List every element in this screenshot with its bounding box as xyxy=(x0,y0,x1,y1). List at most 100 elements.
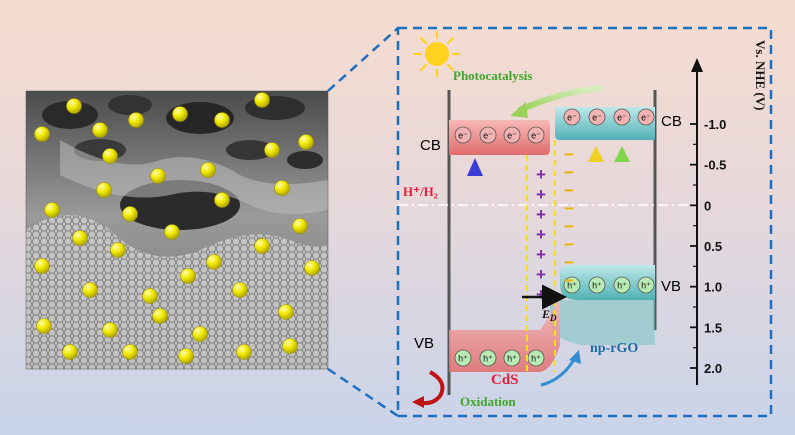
potential-axis-arrowhead xyxy=(691,58,703,72)
negative-charge: − xyxy=(564,217,574,236)
cds-nanoparticle xyxy=(304,260,320,276)
negative-charge: − xyxy=(564,145,574,164)
vb-label-right: VB xyxy=(661,278,681,295)
negative-charge: − xyxy=(564,271,574,290)
svg-text:e⁻: e⁻ xyxy=(483,131,493,141)
cds-nanoparticle xyxy=(82,282,98,298)
positive-charge: + xyxy=(536,205,546,224)
cds-nanoparticles xyxy=(34,92,320,364)
axis-tick-label: 1.0 xyxy=(704,280,722,295)
svg-text:h⁺: h⁺ xyxy=(641,281,651,291)
band-diagram-frame xyxy=(396,26,773,418)
positive-charge: + xyxy=(536,245,546,264)
svg-text:h⁺: h⁺ xyxy=(617,281,627,291)
cds-nanoparticle xyxy=(164,224,180,240)
charge-carriers: e⁻ e⁻ e⁻ e⁻ e⁻ e⁻ e⁻ e⁻ h⁺ h⁺ h⁺ h⁺ h⁺ h⁺ h⁺ h⁺ xyxy=(454,108,655,367)
cds-nanoparticle xyxy=(274,180,290,196)
cds-nanoparticle xyxy=(278,304,294,320)
electron-marker: e⁻ xyxy=(479,126,497,144)
cds-nanoparticle xyxy=(128,112,144,128)
axis-tick-label: 1.5 xyxy=(704,320,722,335)
cds-nanoparticle xyxy=(102,148,118,164)
cds-nanoparticle xyxy=(254,92,270,108)
axis-tick-label: -1.0 xyxy=(704,117,726,132)
hole-marker: h⁺ xyxy=(527,349,545,367)
cds-nanoparticle xyxy=(236,344,252,360)
cb-label-left: CB xyxy=(420,137,441,154)
cds-nanoparticle xyxy=(142,288,158,304)
cds-nanoparticle xyxy=(102,322,118,338)
svg-text:e⁻: e⁻ xyxy=(507,131,517,141)
axis-tick-label: 0.5 xyxy=(704,239,722,254)
svg-text:h⁺: h⁺ xyxy=(592,281,602,291)
cds-nanoparticle xyxy=(34,258,50,274)
cds-nanoparticle xyxy=(96,182,112,198)
oxidation-label: Oxidation xyxy=(460,394,516,409)
positive-charge: + xyxy=(536,225,546,244)
cds-nanoparticle xyxy=(180,268,196,284)
zoom-connector-bottom xyxy=(327,367,399,418)
cds-nanoparticle xyxy=(122,206,138,222)
cds-nanoparticle xyxy=(206,254,222,270)
cds-nanoparticle xyxy=(110,242,126,258)
electron-marker: e⁻ xyxy=(563,108,581,126)
svg-text:e⁻: e⁻ xyxy=(531,131,541,141)
cds-nanoparticle xyxy=(44,202,60,218)
negative-charge: − xyxy=(564,235,574,254)
svg-text:e⁻: e⁻ xyxy=(592,113,602,123)
cds-nanoparticle xyxy=(264,142,280,158)
axis-tick-label: 2.0 xyxy=(704,361,722,376)
hole-marker: h⁺ xyxy=(637,276,655,294)
ed-label: ED xyxy=(541,307,557,323)
cds-nanoparticle xyxy=(172,106,188,122)
negative-charge: − xyxy=(564,253,574,272)
positive-charge: + xyxy=(536,185,546,204)
cds-nanoparticle xyxy=(200,162,216,178)
cds-nanoparticle xyxy=(282,338,298,354)
hole-marker: h⁺ xyxy=(479,349,497,367)
svg-text:h⁺: h⁺ xyxy=(483,354,493,364)
hole-marker: h⁺ xyxy=(588,276,606,294)
svg-text:h⁺: h⁺ xyxy=(531,354,541,364)
cds-nanoparticle xyxy=(214,112,230,128)
cds-nanoparticle xyxy=(122,344,138,360)
svg-text:h⁺: h⁺ xyxy=(507,354,517,364)
cds-label: CdS xyxy=(491,372,519,388)
hole-transfer-arrow xyxy=(540,357,577,387)
cds-nanoparticle xyxy=(150,168,166,184)
positive-charge: + xyxy=(536,265,546,284)
cds-nanoparticle xyxy=(298,134,314,150)
svg-text:e⁻: e⁻ xyxy=(641,113,651,123)
hole-marker: h⁺ xyxy=(613,276,631,294)
cds-cb-band xyxy=(449,120,550,155)
cb-label-right: CB xyxy=(661,113,682,130)
cds-nanoparticle xyxy=(92,122,108,138)
hole-marker: h⁺ xyxy=(503,349,521,367)
negative-charge: − xyxy=(564,199,574,218)
electron-marker: e⁻ xyxy=(503,126,521,144)
cds-nanoparticle xyxy=(72,230,88,246)
sem-micrograph-panel xyxy=(26,91,328,369)
sun-icon xyxy=(413,30,461,78)
zoom-connector-top xyxy=(327,27,399,92)
electron-marker: e⁻ xyxy=(527,126,545,144)
cds-nanoparticle xyxy=(232,282,248,298)
cds-nanoparticle xyxy=(292,218,308,234)
cds-nanoparticle xyxy=(254,238,270,254)
axis-title: Vs. NHE (V) xyxy=(753,40,768,110)
negative-charge: − xyxy=(564,163,574,182)
electron-marker: e⁻ xyxy=(454,126,472,144)
svg-text:h⁺: h⁺ xyxy=(458,354,468,364)
positive-charge: + xyxy=(536,285,546,304)
axis-tick-label: 0 xyxy=(704,198,711,213)
svg-text:e⁻: e⁻ xyxy=(617,113,627,123)
cds-nanoparticle xyxy=(36,318,52,334)
axis-ticks: -1.0-0.500.51.01.52.0 xyxy=(690,117,726,376)
photocatalysis-label: Photocatalysis xyxy=(453,68,532,83)
svg-text:e⁻: e⁻ xyxy=(567,113,577,123)
svg-text:h⁺: h⁺ xyxy=(567,281,577,291)
cds-nanoparticle xyxy=(62,344,78,360)
interface-charges: +++++++−−−−−−−− xyxy=(536,145,574,304)
oxidation-arrow xyxy=(417,370,445,406)
